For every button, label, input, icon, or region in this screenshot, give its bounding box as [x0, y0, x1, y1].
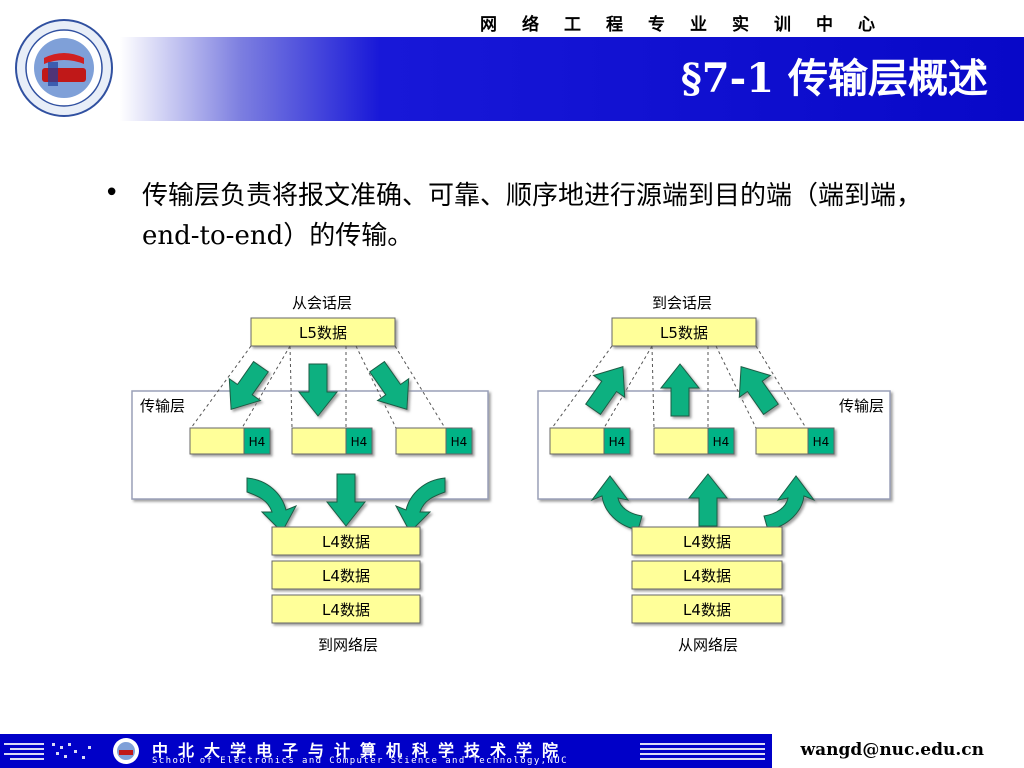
right-bottom-label: 从网络层 — [678, 636, 738, 654]
left-h4-label: H4 — [351, 435, 368, 449]
left-h4-label: H4 — [249, 435, 266, 449]
bullet-marker: • — [104, 178, 120, 208]
right-segments — [549, 427, 835, 455]
header-tagline: 网络工程专业实训中心 — [480, 15, 900, 35]
left-l4-label: L4数据 — [322, 533, 370, 551]
right-l5-box — [611, 317, 757, 347]
footer-school-name-english: School of Electronics and Computer Scien… — [152, 756, 568, 766]
left-segments — [189, 427, 473, 455]
right-h4-label: H4 — [713, 435, 730, 449]
right-l5-label: L5数据 — [660, 324, 708, 342]
footer-stripes-decoration — [640, 743, 765, 760]
left-l4-box — [271, 560, 421, 590]
right-l4-label: L4数据 — [683, 533, 731, 551]
footer-stripes-decoration — [4, 743, 91, 760]
footer-school-name: 中北大学电子与计算机科学技术学院 — [152, 741, 569, 760]
right-l4-label: L4数据 — [683, 601, 731, 619]
right-l4-box — [631, 560, 783, 590]
right-h4-label: H4 — [609, 435, 626, 449]
right-layer-label: 传输层 — [839, 397, 884, 415]
right-l4-box — [631, 526, 783, 556]
left-l4-box — [271, 594, 421, 624]
left-l4-label: L4数据 — [322, 567, 370, 585]
school-logo-icon — [15, 19, 113, 117]
right-h4-label: H4 — [813, 435, 830, 449]
right-l4-box — [631, 594, 783, 624]
header-bar — [120, 37, 1024, 121]
left-l4-box — [271, 526, 421, 556]
left-l5-box — [250, 317, 396, 347]
left-bottom-label: 到网络层 — [318, 636, 378, 654]
bullet-text: 传输层负责将报文准确、可靠、顺序地进行源端到目的端（端到端，end-to-end… — [142, 181, 923, 251]
right-diagram: 到会话层 传输层 L5数据 H4 H4 H4 — [537, 294, 891, 654]
right-top-label: 到会话层 — [652, 294, 712, 312]
slide-title: §7-1 传输层概述 — [680, 55, 988, 102]
left-l5-label: L5数据 — [299, 324, 347, 342]
left-layer-label: 传输层 — [140, 397, 185, 415]
footer-email: wangd@nuc.edu.cn — [800, 740, 984, 760]
left-h4-label: H4 — [451, 435, 468, 449]
left-top-label: 从会话层 — [292, 294, 352, 312]
right-l4-label: L4数据 — [683, 567, 731, 585]
left-diagram: 从会话层 传输层 L5数据 — [131, 294, 489, 654]
footer-logo-icon — [113, 738, 139, 764]
left-l4-label: L4数据 — [322, 601, 370, 619]
